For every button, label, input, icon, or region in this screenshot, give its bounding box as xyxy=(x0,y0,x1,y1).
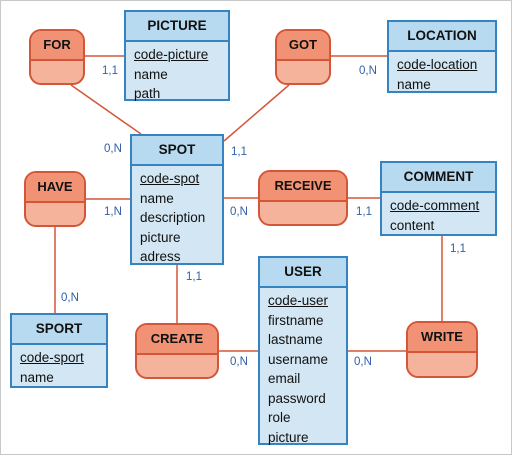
attribute: password xyxy=(268,390,326,406)
attribute: username xyxy=(268,351,329,367)
attribute: adress xyxy=(140,249,181,264)
cardinality-write-user: 0,N xyxy=(354,356,372,368)
cardinality-receive-comment: 1,1 xyxy=(356,206,372,218)
entity-location-title: LOCATION xyxy=(389,22,495,52)
attribute: picture xyxy=(140,229,181,245)
attribute: description xyxy=(140,210,206,225)
entity-sport-attributes: code-sport name xyxy=(12,345,106,387)
relationship-write-title: WRITE xyxy=(408,323,476,353)
attribute: picture xyxy=(268,429,309,445)
attribute: content xyxy=(390,217,435,233)
primary-key-attribute: code-picture xyxy=(134,47,209,62)
cardinality-have-spot: 1,N xyxy=(104,206,122,218)
cardinality-for-picture: 1,1 xyxy=(102,65,118,77)
cardinality-have-sport: 0,N xyxy=(61,292,79,304)
attribute: name xyxy=(134,66,168,82)
relationship-create: CREATE xyxy=(135,323,219,379)
primary-key-attribute: code-spot xyxy=(140,171,200,186)
entity-comment-title: COMMENT xyxy=(382,163,495,193)
cardinality-write-comment: 1,1 xyxy=(450,243,466,255)
entity-picture-title: PICTURE xyxy=(126,12,228,42)
relationship-receive: RECEIVE xyxy=(258,170,348,226)
cardinality-for-spot: 0,N xyxy=(104,143,122,155)
relationship-got: GOT xyxy=(275,29,331,85)
attribute: lastname xyxy=(268,332,323,347)
primary-key-attribute: code-comment xyxy=(390,198,480,213)
relationship-receive-title: RECEIVE xyxy=(260,172,346,202)
relationship-have: HAVE xyxy=(24,171,86,227)
entity-user-attributes: code-user firstname lastname username email p… xyxy=(260,288,346,447)
cardinality-got-spot: 1,1 xyxy=(231,146,247,158)
link-for-spot xyxy=(70,84,142,135)
attribute: firstname xyxy=(268,312,324,328)
relationship-got-title: GOT xyxy=(277,31,329,61)
attribute: name xyxy=(397,76,431,92)
cardinality-create-spot: 1,1 xyxy=(186,271,202,283)
entity-user-title: USER xyxy=(260,258,346,288)
entity-sport: SPORT code-sport name xyxy=(10,313,108,388)
entity-spot-attributes: code-spot name description picture adress xyxy=(132,166,222,267)
attribute: name xyxy=(20,369,54,385)
entity-comment: COMMENT code-comment content xyxy=(380,161,497,236)
attribute: path xyxy=(134,86,161,101)
relationship-write: WRITE xyxy=(406,321,478,378)
primary-key-attribute: code-sport xyxy=(20,350,84,365)
relationship-create-title: CREATE xyxy=(137,325,217,355)
entity-picture: PICTURE code-picture name path xyxy=(124,10,230,101)
entity-location-attributes: code-location name xyxy=(389,52,495,94)
entity-sport-title: SPORT xyxy=(12,315,106,345)
cardinality-receive-spot: 0,N xyxy=(230,206,248,218)
entity-spot-title: SPOT xyxy=(132,136,222,166)
relationship-have-title: HAVE xyxy=(26,173,84,203)
primary-key-attribute: code-user xyxy=(268,293,329,308)
cardinality-create-user: 0,N xyxy=(230,356,248,368)
attribute: role xyxy=(268,410,291,425)
entity-comment-attributes: code-comment content xyxy=(382,193,495,235)
attribute: email xyxy=(268,371,301,386)
entity-picture-attributes: code-picture name path xyxy=(126,42,228,104)
link-got-spot xyxy=(223,84,290,142)
relationship-for-title: FOR xyxy=(31,31,83,61)
entity-spot: SPOT code-spot name description picture adre… xyxy=(130,134,224,265)
cardinality-got-location: 0,N xyxy=(359,65,377,77)
primary-key-attribute: code-location xyxy=(397,57,478,72)
entity-user: USER code-user firstname lastname username e… xyxy=(258,256,348,445)
relationship-for: FOR xyxy=(29,29,85,85)
attribute: name xyxy=(140,190,174,206)
entity-location: LOCATION code-location name xyxy=(387,20,497,93)
